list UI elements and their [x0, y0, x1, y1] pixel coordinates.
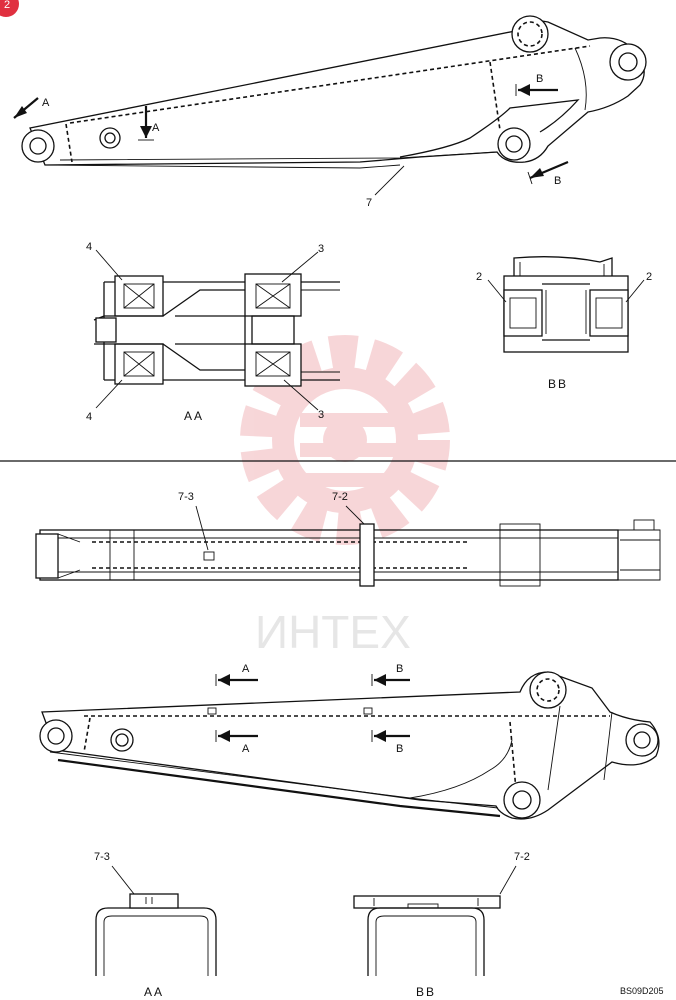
drawing-code: BS09D205: [620, 986, 664, 996]
section-bb-bottom-caption: BB: [416, 985, 436, 999]
section-aa-top-caption: AA: [184, 409, 204, 423]
callout-4-top: 4: [86, 241, 92, 253]
callout-2-right: 2: [646, 271, 652, 283]
top-arrow-b-top-label: B: [536, 73, 543, 85]
section-aa-bottom-callout: 7-3: [94, 851, 110, 863]
callout-part-7: 7: [366, 197, 372, 209]
top-arrow-b-bottom-label: B: [554, 175, 561, 187]
callout-4-bottom: 4: [86, 411, 92, 423]
bottom-arrow-a-bottom-label: A: [242, 743, 250, 755]
plan-callout-7-3: 7-3: [178, 491, 194, 503]
top-arrow-a-left-label: A: [42, 97, 50, 109]
top-side-view: A A B B 7: [13, 15, 647, 209]
callout-3-top: 3: [318, 243, 324, 255]
section-aa-bottom-caption: AA: [144, 985, 164, 999]
section-aa-top: 4 4 3 3 AA: [86, 241, 340, 423]
bottom-arrow-a-top-label: A: [242, 663, 250, 675]
callout-2-left: 2: [476, 271, 482, 283]
section-bb-top: 2 2 BB: [476, 256, 652, 391]
callout-3-bottom: 3: [318, 409, 324, 421]
top-arrow-a-mid-label: A: [152, 122, 160, 134]
section-bb-bottom: 7-2 BB: [353, 851, 530, 999]
bottom-arrow-b-top-label: B: [396, 663, 403, 675]
page-badge-number: 2: [4, 0, 10, 11]
plan-view: 7-3 7-2: [35, 491, 661, 587]
page-badge: 2: [0, 0, 19, 17]
section-bb-bottom-callout: 7-2: [514, 851, 530, 863]
watermark-gear-logo: [240, 335, 450, 545]
watermark-text: ИНТЕХ: [255, 606, 411, 658]
plan-callout-7-2: 7-2: [332, 491, 348, 503]
bottom-side-view: A A B B: [39, 663, 660, 820]
section-aa-bottom: 7-3 AA: [94, 851, 217, 999]
bottom-arrow-b-bottom-label: B: [396, 743, 403, 755]
section-bb-top-caption: BB: [548, 377, 568, 391]
